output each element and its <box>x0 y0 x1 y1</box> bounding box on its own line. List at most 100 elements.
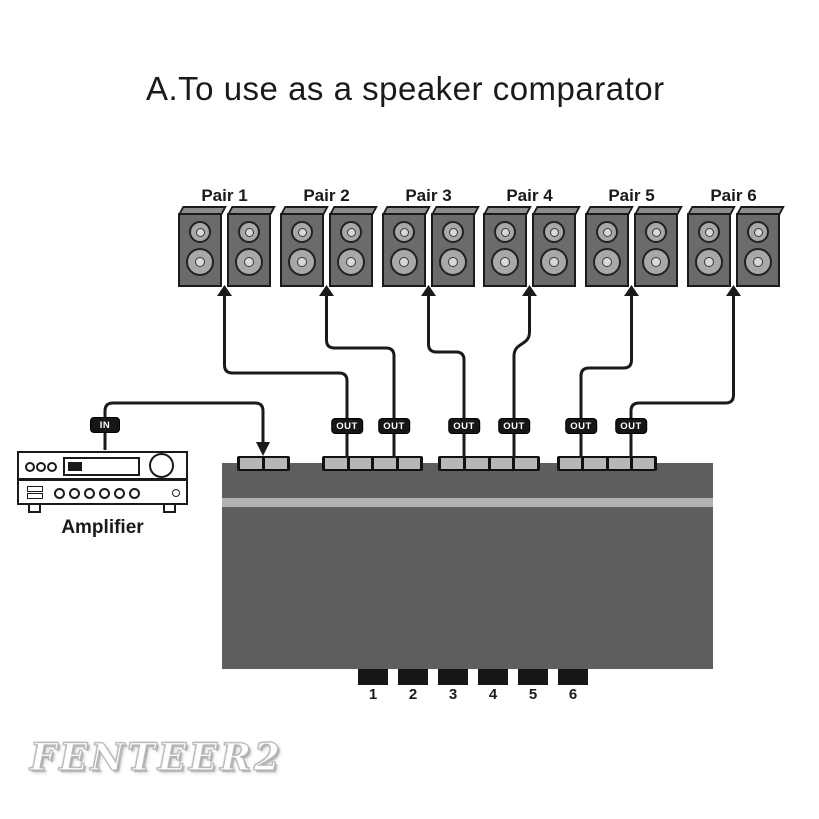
terminal <box>240 458 262 469</box>
selector-number-6: 6 <box>568 686 578 703</box>
speaker-top-face <box>585 206 634 215</box>
pair-6-label: Pair 6 <box>710 186 757 205</box>
tweeter-icon <box>698 221 720 243</box>
tweeter-dome <box>602 227 612 237</box>
woofer-dome <box>704 257 714 267</box>
out-port-label-4: OUT <box>498 418 530 434</box>
speaker-pair-4: Pair 4 <box>483 186 581 296</box>
pair-4-label: Pair 4 <box>506 186 553 205</box>
woofer-dome <box>602 257 612 267</box>
selector-button-4 <box>478 669 508 685</box>
speaker-pair-6: Pair 6 <box>687 186 785 296</box>
amplifier-led-icon <box>47 462 57 472</box>
terminal <box>465 458 488 469</box>
terminal <box>265 458 287 469</box>
terminal <box>490 458 513 469</box>
speaker-cabinet <box>736 206 785 287</box>
tweeter-dome <box>297 227 307 237</box>
terminal <box>398 458 420 469</box>
amplifier-vent <box>27 493 43 499</box>
in-port-label: IN <box>90 417 120 433</box>
amplifier-control-knob-icon <box>99 488 110 499</box>
terminal <box>349 458 371 469</box>
amplifier-control-knob-icon <box>54 488 65 499</box>
selector-number-5: 5 <box>528 686 538 703</box>
tweeter-dome <box>753 227 763 237</box>
amplifier-divider <box>19 478 186 481</box>
speaker-top-face <box>736 206 785 215</box>
selector-number-2: 2 <box>408 686 418 703</box>
tweeter-dome <box>244 227 254 237</box>
pair-1-label: Pair 1 <box>201 186 248 205</box>
speaker-top-face <box>178 206 227 215</box>
woofer-dome <box>244 257 254 267</box>
out-port-label-3: OUT <box>448 418 480 434</box>
speaker-cabinet <box>382 206 431 287</box>
terminal <box>632 458 654 469</box>
amplifier-control-knob-icon <box>129 488 140 499</box>
terminal <box>325 458 347 469</box>
comparator-front-stripe <box>222 498 713 507</box>
selector-number-4: 4 <box>488 686 498 703</box>
selector-button-1 <box>358 669 388 685</box>
out-port-label-2: OUT <box>378 418 410 434</box>
out-port-label-1: OUT <box>331 418 363 434</box>
speaker-top-face <box>634 206 683 215</box>
amplifier-control-knob-icon <box>114 488 125 499</box>
speaker-cabinet <box>532 206 581 287</box>
speaker-top-face <box>483 206 532 215</box>
speaker-top-face <box>382 206 431 215</box>
amplifier-vent <box>27 486 43 492</box>
amplifier-led-icon <box>36 462 46 472</box>
amplifier-display <box>63 457 140 476</box>
speaker-pair-1: Pair 1 <box>178 186 276 296</box>
output-terminal-block-2 <box>438 456 540 471</box>
selector-number-3: 3 <box>448 686 458 703</box>
watermark: FENTEER2 <box>29 734 283 779</box>
amplifier-control-knob-icon <box>69 488 80 499</box>
speaker-top-face <box>687 206 736 215</box>
speaker-pair-2: Pair 2 <box>280 186 378 296</box>
speaker-top-face <box>431 206 480 215</box>
tweeter-icon <box>189 221 211 243</box>
speaker-top-face <box>280 206 329 215</box>
woofer-dome <box>195 257 205 267</box>
speaker-top-face <box>227 206 276 215</box>
speaker-cabinet <box>687 206 736 287</box>
amplifier-label: Amplifier <box>61 517 144 538</box>
woofer-dome <box>651 257 661 267</box>
speaker-top-face <box>532 206 581 215</box>
speaker-cabinet <box>329 206 378 287</box>
speaker-cabinet <box>227 206 276 287</box>
speaker-cabinet <box>585 206 634 287</box>
selector-button-2 <box>398 669 428 685</box>
speaker-cabinet <box>431 206 480 287</box>
woofer-icon <box>186 248 214 276</box>
woofer-icon <box>235 248 263 276</box>
output-terminal-block-3 <box>557 456 657 471</box>
tweeter-icon <box>596 221 618 243</box>
input-terminal-block <box>237 456 290 471</box>
tweeter-icon <box>340 221 362 243</box>
speaker-cabinet <box>280 206 329 287</box>
speaker-pair-5: Pair 5 <box>585 186 683 296</box>
woofer-icon <box>642 248 670 276</box>
speaker-top-face <box>329 206 378 215</box>
woofer-icon <box>491 248 519 276</box>
amplifier-led-icon <box>25 462 35 472</box>
woofer-icon <box>744 248 772 276</box>
terminal <box>441 458 463 469</box>
tweeter-icon <box>747 221 769 243</box>
woofer-dome <box>549 257 559 267</box>
wire-out6-to-pair6 <box>629 294 735 458</box>
selector-number-1: 1 <box>368 686 378 703</box>
tweeter-icon <box>393 221 415 243</box>
wire-out1-to-pair1 <box>223 294 349 458</box>
tweeter-icon <box>494 221 516 243</box>
tweeter-icon <box>543 221 565 243</box>
speaker-cabinet <box>483 206 532 287</box>
woofer-icon <box>390 248 418 276</box>
terminal <box>584 458 606 469</box>
woofer-dome <box>448 257 458 267</box>
